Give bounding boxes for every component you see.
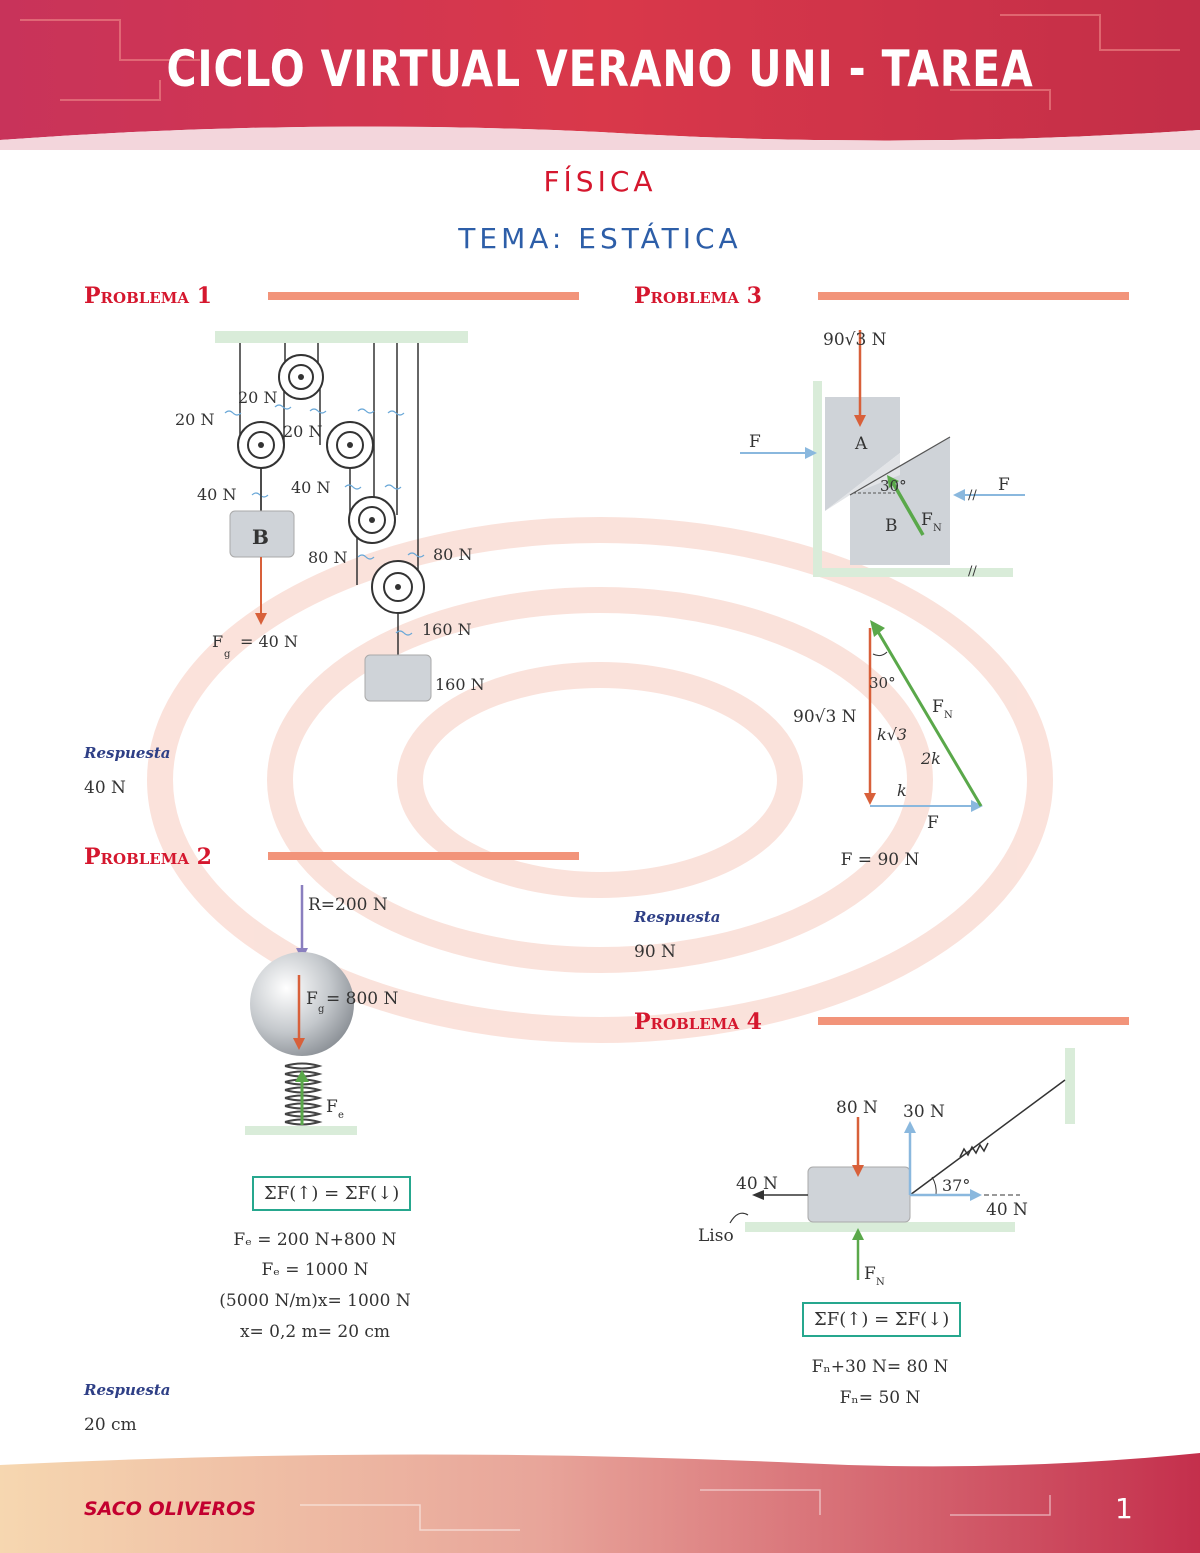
svg-text:40 N: 40 N (736, 1174, 778, 1194)
svg-text:F: F (864, 1264, 876, 1284)
svg-text:160 N: 160 N (435, 675, 485, 694)
problem-3-answer: 90 N (634, 942, 676, 962)
svg-text:A: A (854, 434, 868, 454)
svg-text:F: F (921, 510, 933, 530)
block-b-label: B (252, 525, 269, 549)
svg-text:k: k (897, 781, 907, 800)
problem-2-equilibrium-equation: ΣF(↑) = ΣF(↓) (252, 1176, 412, 1211)
brand-logo: SACO OLIVEROS (84, 1498, 256, 1520)
problem-1-answer: 40 N (84, 778, 126, 798)
subject-title: FÍSICA (543, 165, 657, 198)
svg-text:B: B (885, 516, 898, 536)
svg-text:20 N: 20 N (238, 388, 277, 407)
problem-2-answer-label: Respuesta (84, 1381, 171, 1399)
svg-text:20 N: 20 N (175, 410, 214, 429)
svg-text:e: e (338, 1110, 344, 1121)
svg-text:90√3 N: 90√3 N (793, 707, 857, 727)
svg-text:80 N: 80 N (836, 1098, 878, 1118)
problem-3-result: F = 90 N (840, 850, 920, 870)
problem-4-step-1: Fₙ+30 N= 80 N (811, 1357, 949, 1377)
svg-text:30°: 30° (880, 477, 907, 495)
svg-text:30 N: 30 N (903, 1102, 945, 1122)
problem-1-pulley-diagram: B 20 N 20 N 20 N 40 N 40 N 80 N 80 N 160… (175, 331, 485, 702)
svg-text:20 N: 20 N (283, 422, 322, 441)
problem-2-title: Problema 2 (84, 844, 212, 870)
problem-2-answer: 20 cm (84, 1415, 137, 1435)
problem-3-force-triangle: 90√3 N 30° F N k√3 2k k F (793, 620, 983, 833)
problem-1-answer-label: Respuesta (84, 744, 171, 762)
svg-text:F: F (212, 632, 223, 651)
problem-2-step-3: (5000 N/m)x= 1000 N (219, 1291, 411, 1311)
svg-text:80 N: 80 N (308, 548, 347, 567)
svg-text:40 N: 40 N (291, 478, 330, 497)
svg-text:2k: 2k (920, 749, 941, 768)
svg-text:g: g (224, 649, 231, 660)
svg-text:F: F (998, 475, 1010, 495)
problem-3-title: Problema 3 (634, 283, 762, 309)
svg-text:Liso: Liso (698, 1226, 734, 1246)
svg-text://: // (968, 488, 977, 503)
svg-text:37°: 37° (942, 1176, 970, 1195)
problem-4-title: Problema 4 (634, 1009, 762, 1035)
problem-4-block-diagram: 80 N 30 N 40 N 40 N 37° Liso F N (698, 1048, 1075, 1288)
problem-2-step-2: Fₑ = 1000 N (261, 1260, 369, 1280)
problem-4-step-2: Fₙ= 50 N (839, 1388, 921, 1408)
svg-text:= 40 N: = 40 N (240, 632, 298, 651)
svg-text:= 800 N: = 800 N (326, 989, 398, 1009)
svg-text:g: g (318, 1004, 325, 1015)
svg-text:N: N (933, 523, 942, 534)
svg-text:F: F (932, 697, 944, 717)
page-number: 1 (1115, 1492, 1133, 1525)
svg-text:k√3: k√3 (877, 725, 907, 744)
svg-text:F: F (326, 1097, 338, 1117)
svg-text:F: F (927, 813, 939, 833)
svg-text:160 N: 160 N (422, 620, 472, 639)
svg-text:R=200 N: R=200 N (308, 895, 388, 915)
problem-2-divider (268, 852, 579, 860)
problem-1-title: Problema 1 (84, 283, 212, 309)
svg-text:N: N (876, 1277, 885, 1288)
svg-text:80 N: 80 N (433, 545, 472, 564)
svg-text:N: N (944, 710, 953, 721)
problem-3-wedge-diagram: 90√3 N F F A B 30° F N // // (740, 330, 1025, 579)
problem-2-step-1: Fₑ = 200 N+800 N (233, 1230, 397, 1250)
svg-text:F: F (306, 989, 318, 1009)
background-swirl (147, 517, 1053, 1043)
problem-3-answer-label: Respuesta (634, 908, 721, 926)
topic-title: TEMA: ESTÁTICA (458, 222, 742, 255)
svg-text:F: F (749, 432, 761, 452)
page-header-title: CICLO VIRTUAL VERANO UNI - TAREA (166, 40, 1034, 98)
problem-2-step-4: x= 0,2 m= 20 cm (239, 1322, 391, 1342)
problem-3-divider (818, 292, 1129, 300)
svg-text:30°: 30° (869, 674, 896, 692)
svg-text://: // (968, 564, 977, 579)
svg-text:40 N: 40 N (986, 1200, 1028, 1220)
problem-4-equilibrium-equation: ΣF(↑) = ΣF(↓) (802, 1302, 962, 1337)
svg-text:90√3 N: 90√3 N (823, 330, 887, 350)
problem-4-divider (818, 1017, 1129, 1025)
footer-banner (0, 1453, 1200, 1553)
problem-1-divider (268, 292, 579, 300)
svg-text:40 N: 40 N (197, 485, 236, 504)
header-banner (0, 0, 1200, 150)
problem-2-sphere-spring-diagram: R=200 N F g = 800 N F e (245, 885, 398, 1135)
